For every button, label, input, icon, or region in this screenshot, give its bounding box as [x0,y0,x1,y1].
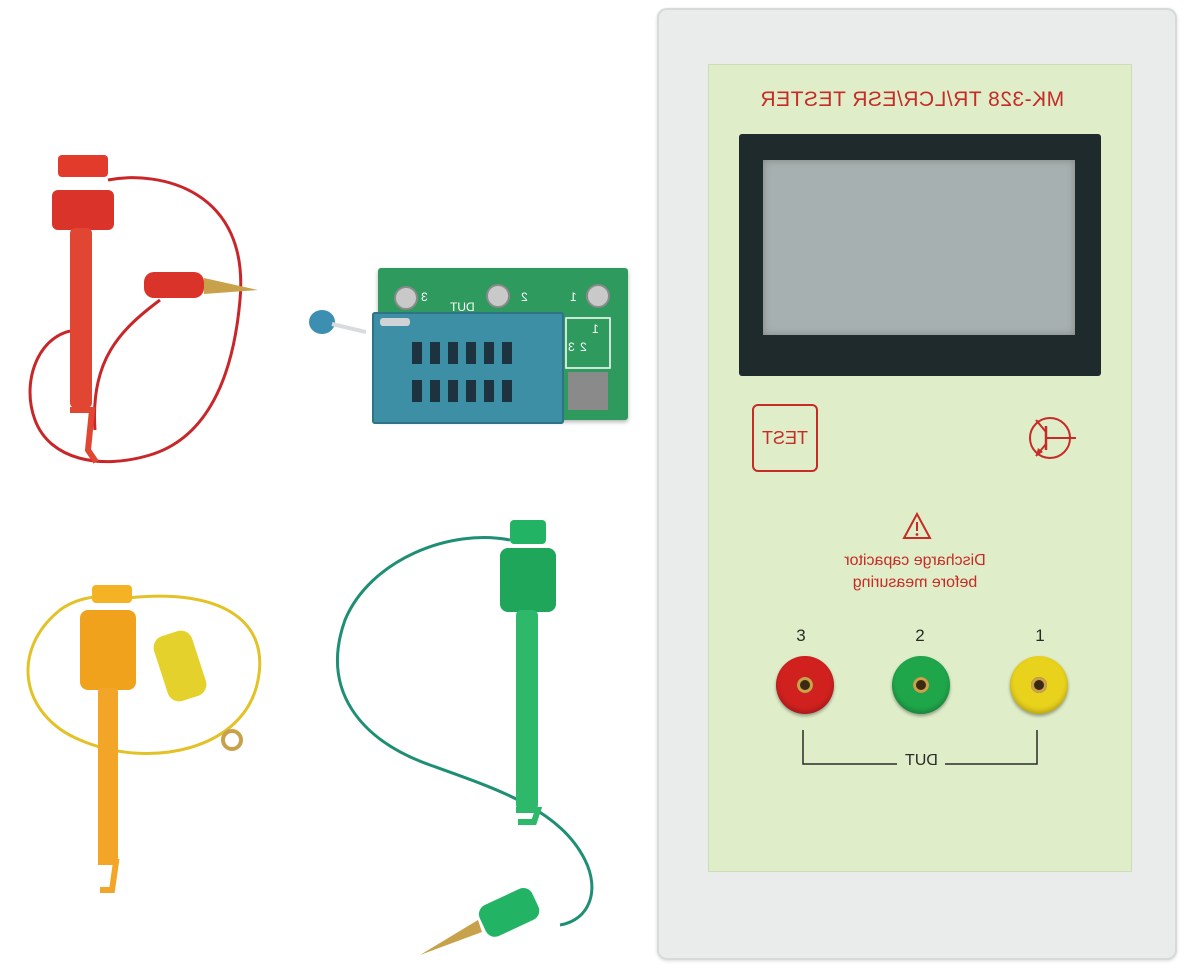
dut-label: DUT [897,752,945,770]
pin-number-3: 3 [796,626,806,645]
warning-line-1: Discharge capacitor [844,552,986,569]
board-terminal-3: 3 [421,290,428,304]
red-probe[interactable] [28,155,258,464]
board-terminal-2: 2 [521,290,528,304]
lcd-screen [763,160,1075,335]
board-terminal-1: 1 [570,290,577,304]
board-box-number-2: 2 [580,340,587,354]
green-probe[interactable] [336,520,594,955]
device-title: MK-328 TR/LCR/ESR TESTER [760,88,1065,111]
pin-number-1: 1 [1035,626,1045,645]
warning-line-2: before measuring [852,574,978,591]
jack-2-green[interactable] [892,656,950,714]
warning-text: Discharge capacitor before measuring [790,550,1040,594]
zif-socket[interactable] [372,312,564,424]
jack-1-yellow[interactable] [1010,656,1068,714]
transistor-icon [1029,417,1076,459]
board-box-number-1: 1 [592,322,599,336]
jack-3-red[interactable] [776,656,834,714]
warning-triangle-icon [902,512,932,539]
board-details [394,284,611,410]
zif-slots [380,318,512,402]
orange-probe[interactable] [26,585,262,893]
test-button[interactable]: TEST [752,404,818,472]
test-button-label: TEST [761,427,808,448]
board-box-number-3: 3 [568,340,575,354]
pin-number-2: 2 [915,626,925,645]
zif-lever-knob[interactable] [306,302,366,342]
